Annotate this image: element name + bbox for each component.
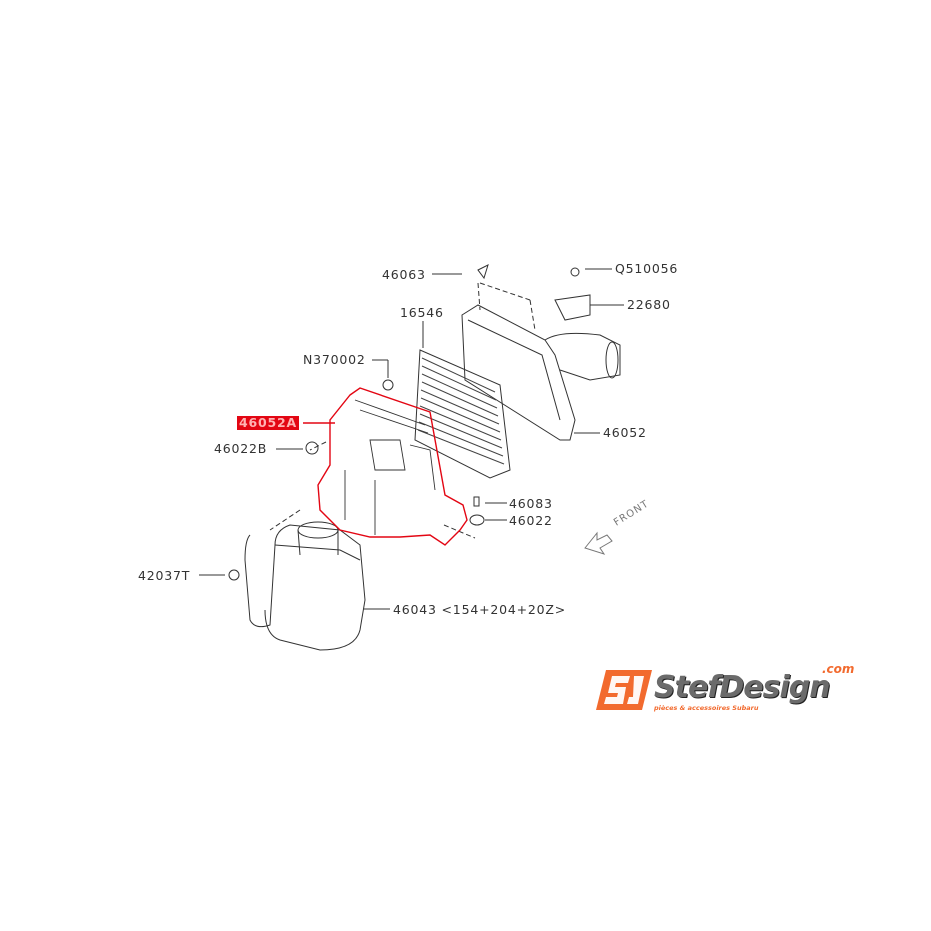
stefdesign-logo: StefDesign .com pièces & accessoires Sub…: [596, 662, 858, 718]
part-label-46063[interactable]: 46063: [382, 267, 426, 282]
logo-domain: .com: [822, 662, 855, 676]
part-label-46022[interactable]: 46022: [509, 513, 553, 528]
logo-tagline: pièces & accessoires Subaru: [654, 704, 759, 712]
part-label-Q510056[interactable]: Q510056: [615, 261, 679, 276]
part-label-N370002[interactable]: N370002: [303, 352, 366, 367]
highlight-outline-46052A: [317, 387, 468, 546]
part-label-22680[interactable]: 22680: [627, 297, 671, 312]
part-label-46052A-highlighted[interactable]: 46052A: [237, 415, 299, 430]
logo-name: StefDesign: [654, 670, 831, 705]
part-label-16546[interactable]: 16546: [400, 305, 444, 320]
part-label-46022B[interactable]: 46022B: [214, 441, 268, 456]
part-label-46083[interactable]: 46083: [509, 496, 553, 511]
part-label-46043[interactable]: 46043 <154+204+20Z>: [393, 602, 567, 617]
part-label-46052[interactable]: 46052: [603, 425, 647, 440]
sd-logo-mark-icon: [596, 670, 652, 710]
part-label-42037T[interactable]: 42037T: [138, 568, 191, 583]
